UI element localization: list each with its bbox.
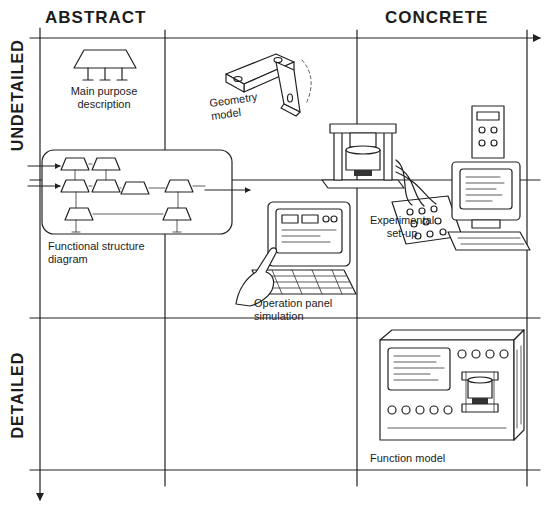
- axis-label: CONCRETE: [385, 8, 515, 28]
- operation-panel-sketch: [236, 202, 356, 306]
- axis-label: DETAILED: [9, 345, 27, 445]
- sketch-label: Function model: [370, 452, 480, 465]
- horizontal-axis: [30, 37, 540, 38]
- grid-line: [356, 30, 357, 486]
- function-structure-sketch: [28, 150, 250, 234]
- main-purpose-symbol: [74, 50, 136, 80]
- axes: [30, 28, 540, 500]
- grid: [30, 30, 540, 486]
- sketch-label: Functional structure diagram: [48, 240, 166, 265]
- sketch-label: Experimental set-up: [366, 214, 438, 239]
- sketch-label: Geometry model: [209, 89, 270, 122]
- sketch-label: Operation panel simulation: [254, 297, 350, 322]
- experimental-setup-sketch: [322, 106, 530, 250]
- function-model-sketch: [380, 330, 524, 440]
- axis-label: ABSTRACT: [45, 8, 175, 28]
- vertical-axis: [39, 28, 40, 500]
- grid-line: [164, 30, 165, 486]
- sketch-label: Main purpose description: [55, 85, 153, 110]
- grid-line: [526, 30, 527, 486]
- grid-line: [30, 469, 540, 470]
- axis-label: UNDETAILED: [9, 30, 27, 160]
